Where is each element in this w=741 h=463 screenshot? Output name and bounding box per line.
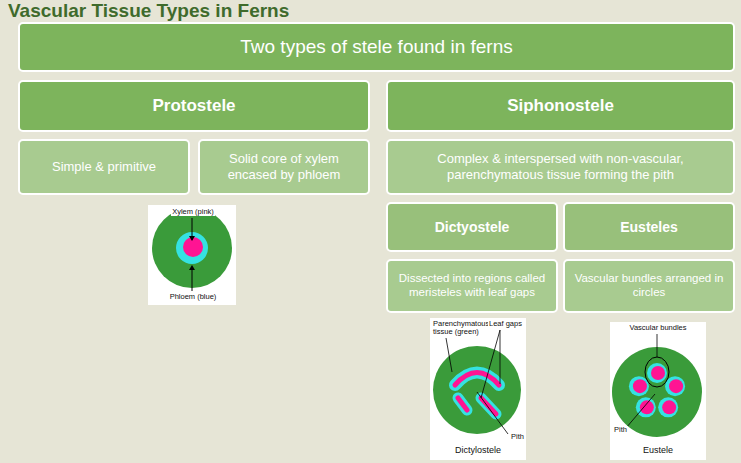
- ground-tissue: [433, 346, 521, 434]
- xylem-part: [662, 400, 676, 414]
- xylem-part: [669, 379, 683, 393]
- meristele: [458, 398, 467, 410]
- phloem-part: [647, 363, 667, 383]
- xylem-core: [183, 237, 203, 257]
- leader-line: [192, 268, 193, 291]
- box-text: Two types of stele found in ferns: [240, 36, 513, 59]
- box-text: Vascular bundles arranged in circles: [573, 272, 725, 300]
- part-label: Leaf gaps: [488, 320, 523, 328]
- description-box: Dissected into regions called meristeles…: [386, 259, 558, 313]
- ground-tissue: [612, 347, 702, 437]
- box-text: Siphonostele: [507, 96, 614, 116]
- picture-caption: Dictylostele: [454, 446, 502, 456]
- heading-box: Eusteles: [563, 202, 735, 252]
- part-label: Vascular bundles: [629, 324, 688, 332]
- description-box: Vascular bundles arranged in circles: [563, 259, 735, 313]
- leader-head: [189, 236, 195, 241]
- xylem-part: [651, 366, 665, 380]
- phloem-part: [636, 397, 656, 417]
- part-label: Phloem (blue): [169, 293, 218, 301]
- picture-ground: [610, 322, 706, 460]
- meristele-xylem: [455, 373, 499, 386]
- leader-line: [657, 334, 658, 357]
- vascular-bundles: [629, 363, 685, 417]
- picture-caption: Eustele: [642, 446, 674, 456]
- heading-box: Siphonostele: [386, 80, 735, 132]
- box-text: Simple & primitive: [52, 159, 156, 175]
- part-label: Xylem (pink): [171, 208, 215, 216]
- part-label: Pith: [613, 426, 628, 434]
- box-text: Complex & interspersed with non-vascular…: [396, 151, 725, 182]
- box-text: Eusteles: [620, 219, 678, 236]
- title-band: Two types of stele found in ferns: [18, 22, 735, 72]
- description-box: Simple & primitive: [18, 139, 190, 195]
- leader-line: [500, 330, 501, 384]
- meristele-xylem: [458, 398, 467, 410]
- part-label: Pith: [510, 433, 525, 441]
- description-box: Complex & interspersed with non-vascular…: [386, 139, 735, 195]
- picture-ground: [430, 318, 526, 460]
- leader-line: [626, 394, 655, 428]
- callout-ellipse: [645, 357, 669, 387]
- description-box: Solid core of xylem encased by phloem: [198, 139, 370, 195]
- xylem-part: [633, 379, 647, 393]
- part-label: Parenchymatous tissue (green): [432, 320, 496, 337]
- page-title: Vascular Tissue Types in Ferns: [8, 0, 289, 22]
- meristele: [455, 373, 499, 386]
- picture-ground: [148, 205, 236, 305]
- xylem-part: [640, 400, 654, 414]
- box-text: Protostele: [152, 96, 235, 116]
- heading-box: Protostele: [18, 80, 370, 132]
- leader-line: [446, 338, 452, 372]
- box-text: Dissected into regions called meristeles…: [396, 272, 548, 300]
- phloem-part: [658, 397, 678, 417]
- leader-line: [477, 392, 508, 434]
- phloem-ring: [176, 232, 208, 264]
- heading-box: Dictyostele: [386, 202, 558, 252]
- box-text: Solid core of xylem encased by phloem: [208, 151, 360, 182]
- leader-line: [481, 330, 500, 398]
- box-text: Dictyostele: [435, 219, 510, 236]
- leader-head: [189, 265, 195, 270]
